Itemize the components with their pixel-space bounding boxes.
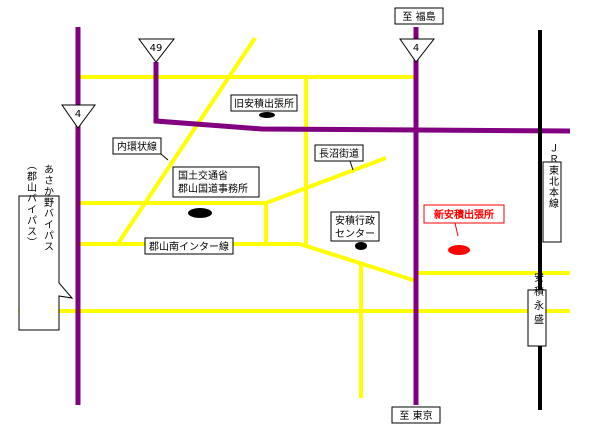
naganuma-kaido-label: 長沼街道 (314, 144, 364, 171)
route-4-west-shield: 4 (61, 104, 96, 129)
bypass-callout: あさか野バイパス （郡山バイパス） (18, 160, 74, 331)
mlit-office-label: 国土交通省 郡山国道事務所 (172, 166, 260, 198)
admin-center-text-line1: 安積行政 (335, 214, 375, 227)
old-office-text: 旧安積出張所 (234, 97, 294, 110)
new-office-label: 新安積出張所 (423, 204, 505, 237)
bypass-text-col1: あさか野バイパス (42, 164, 54, 252)
asakanaga-label: 安積永盛 (527, 271, 547, 347)
to-tokyo-box: 至 東京 (391, 406, 441, 424)
jr-line-label: ＪＲ東北本線 (542, 143, 562, 243)
admin-center-label: 安積行政 センター (330, 211, 380, 242)
national-routes (75, 27, 571, 405)
old-office-marker (259, 112, 275, 118)
inner-ring-text: 内環状線 (117, 140, 157, 153)
route-4-north-shield: 4 (399, 38, 436, 63)
route-49-text: 49 (150, 43, 163, 54)
new-office-marker (448, 245, 470, 255)
route-4-north-text: 4 (413, 43, 419, 54)
route-49 (153, 62, 571, 134)
jr-line-text: ＪＲ東北本線 (547, 143, 559, 209)
to-fukushima-box: 至 福島 (394, 7, 444, 25)
to-tokyo-text: 至 東京 (399, 409, 432, 422)
koriyama-minami-ic-label: 郡山南インター線 (144, 237, 234, 255)
inner-ring-label: 内環状線 (112, 137, 169, 161)
road-to-new-office (299, 242, 570, 284)
to-fukushima-text: 至 福島 (402, 10, 435, 23)
yellow-roads (18, 36, 570, 398)
mlit-text-line1: 国土交通省 (178, 169, 228, 182)
new-office-text: 新安積出張所 (434, 208, 494, 221)
koriyama-minami-ic-text: 郡山南インター線 (149, 240, 229, 253)
admin-center-marker (355, 242, 367, 250)
route-49-shield: 49 (138, 38, 176, 63)
naganuma-kaido-text: 長沼街道 (319, 147, 359, 160)
mlit-text-line2: 郡山国道事務所 (178, 182, 248, 195)
road-naganuma-kaido (265, 156, 387, 205)
road-inner-ring (115, 36, 257, 247)
bypass-text-col2: （郡山バイパス） (25, 160, 37, 248)
route-4-west-text: 4 (75, 109, 81, 120)
old-office-label: 旧安積出張所 (230, 94, 298, 112)
asakanaga-text: 安積永盛 (532, 271, 544, 328)
mlit-office-marker (188, 208, 212, 218)
admin-center-text-line2: センター (335, 228, 375, 240)
